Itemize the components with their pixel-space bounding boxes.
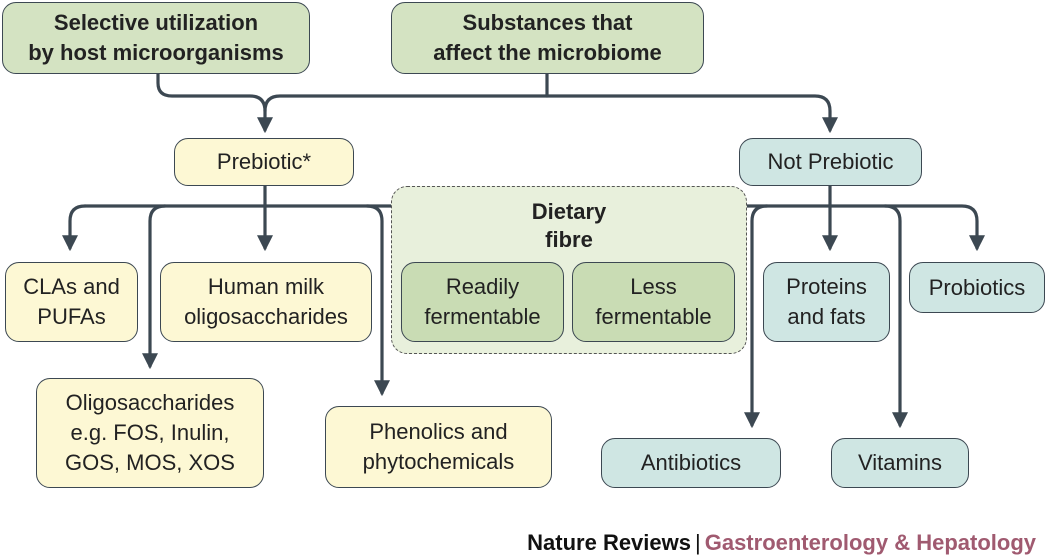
readily-fermentable-box: Readily fermentable [401,262,564,342]
probiotics-box: Probiotics [909,262,1045,313]
connector-vitamins [883,204,908,429]
connector-oligo [142,204,167,370]
journal-subtitle: Gastroenterology & Hepatology [704,530,1036,555]
selective-utilization-box: Selective utilization by host microorgan… [2,2,310,74]
proteins-fats-box: Proteins and fats [763,262,890,342]
connector-antibiotics [744,204,769,429]
not-prebiotic-box: Not Prebiotic [739,138,922,186]
connector-selective [156,72,273,134]
journal-name: Nature Reviews [527,530,691,555]
dietary-fibre-label: Dietary fibre [531,199,607,252]
less-fermentable-box: Less fermentable [572,262,735,342]
connector-clas [62,204,87,252]
prebiotic-box: Prebiotic* [174,138,354,186]
antibiotics-box: Antibiotics [601,438,781,488]
phenolics-box: Phenolics and phytochemicals [325,406,552,488]
substances-box: Substances that affect the microbiome [391,2,704,74]
journal-credit: Nature Reviews|Gastroenterology & Hepato… [527,530,1036,556]
connector-np-bar [666,204,985,252]
credit-separator: | [695,530,701,555]
oligosaccharides-box: Oligosaccharides e.g. FOS, Inulin, GOS, … [36,378,264,488]
human-milk-box: Human milk oligosaccharides [160,262,372,342]
connector-substances [263,72,549,113]
vitamins-box: Vitamins [831,438,969,488]
connector-substances-right [545,94,838,134]
clas-pufas-box: CLAs and PUFAs [5,262,138,342]
connector-phenolics [365,204,390,397]
